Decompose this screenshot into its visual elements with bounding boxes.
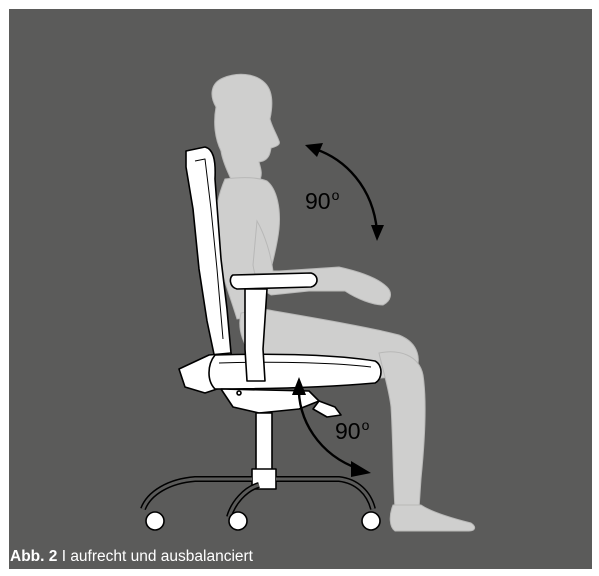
- seat-cushion: [209, 354, 381, 389]
- figure-caption: Abb. 2 I aufrecht und ausbalanciert: [10, 548, 253, 566]
- base-leg-right: [276, 479, 373, 509]
- lower-leg: [379, 352, 425, 509]
- caption-text: aufrecht und ausbalanciert: [70, 548, 253, 565]
- figure-panel: 90o 90o Abb. 2 I aufrecht und ausbalanci…: [9, 9, 592, 569]
- armrest-pad: [230, 273, 317, 289]
- adjust-lever: [313, 401, 341, 417]
- caption-separator: I: [62, 548, 66, 565]
- gas-lift: [256, 413, 272, 471]
- caster-left: [146, 512, 164, 530]
- knee-angle-label: 90o: [335, 417, 370, 444]
- neck-angle-label: 90o: [305, 187, 340, 214]
- armrest-post: [245, 289, 267, 381]
- foot: [390, 505, 474, 531]
- base-leg-middle: [229, 485, 259, 517]
- caster-right: [362, 512, 380, 530]
- casters: [146, 512, 380, 530]
- head: [212, 74, 279, 185]
- ergonomic-sitting-illustration: 90o 90o: [9, 9, 592, 569]
- caster-middle: [229, 512, 247, 530]
- knee-arrowhead-right: [351, 461, 371, 477]
- neck-arrowhead-bottom: [371, 225, 384, 241]
- figure-number: Abb. 2: [10, 548, 57, 565]
